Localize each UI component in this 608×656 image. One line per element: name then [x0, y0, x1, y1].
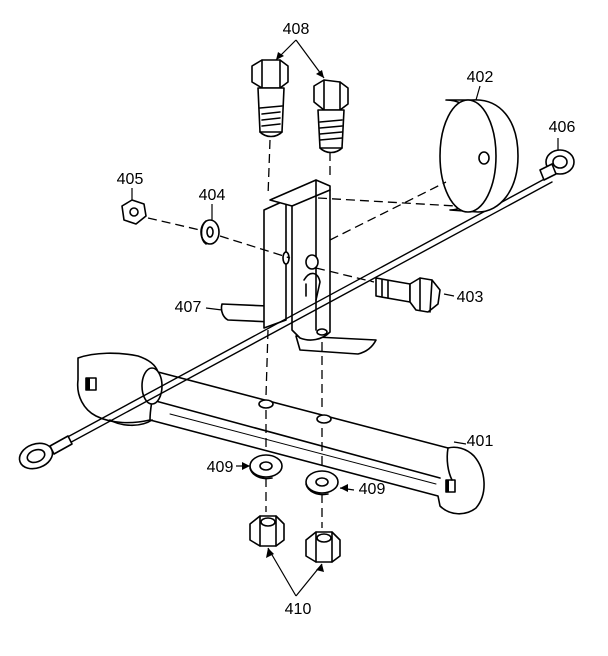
- pulley-402: [439, 99, 519, 213]
- upright-bracket: [263, 179, 331, 341]
- label-405: 405: [117, 171, 144, 188]
- nut-405: [121, 199, 147, 225]
- base-bracket-401: [76, 352, 485, 515]
- bolt-403: [375, 277, 441, 313]
- label-409-right: 409: [359, 481, 386, 498]
- label-402: 402: [467, 69, 494, 86]
- label-406: 406: [549, 119, 576, 136]
- nut-410-right: [305, 531, 341, 563]
- label-410: 410: [285, 601, 312, 618]
- bolt-408-right: [313, 79, 349, 154]
- cable-406: [18, 149, 575, 470]
- nut-410-left: [249, 515, 285, 547]
- assembly-dashed-lines: [147, 139, 457, 528]
- label-409-left: 409: [207, 459, 234, 476]
- label-404: 404: [199, 187, 226, 204]
- plate-407: [220, 303, 377, 355]
- label-401: 401: [467, 433, 494, 450]
- label-407: 407: [175, 299, 202, 316]
- washer-409-right: [305, 470, 339, 496]
- leader-lines: [131, 39, 559, 597]
- label-403: 403: [457, 289, 484, 306]
- washer-409-left: [249, 454, 283, 480]
- bolt-408-left: [251, 59, 289, 138]
- label-408: 408: [283, 21, 310, 38]
- washer-404: [200, 219, 220, 245]
